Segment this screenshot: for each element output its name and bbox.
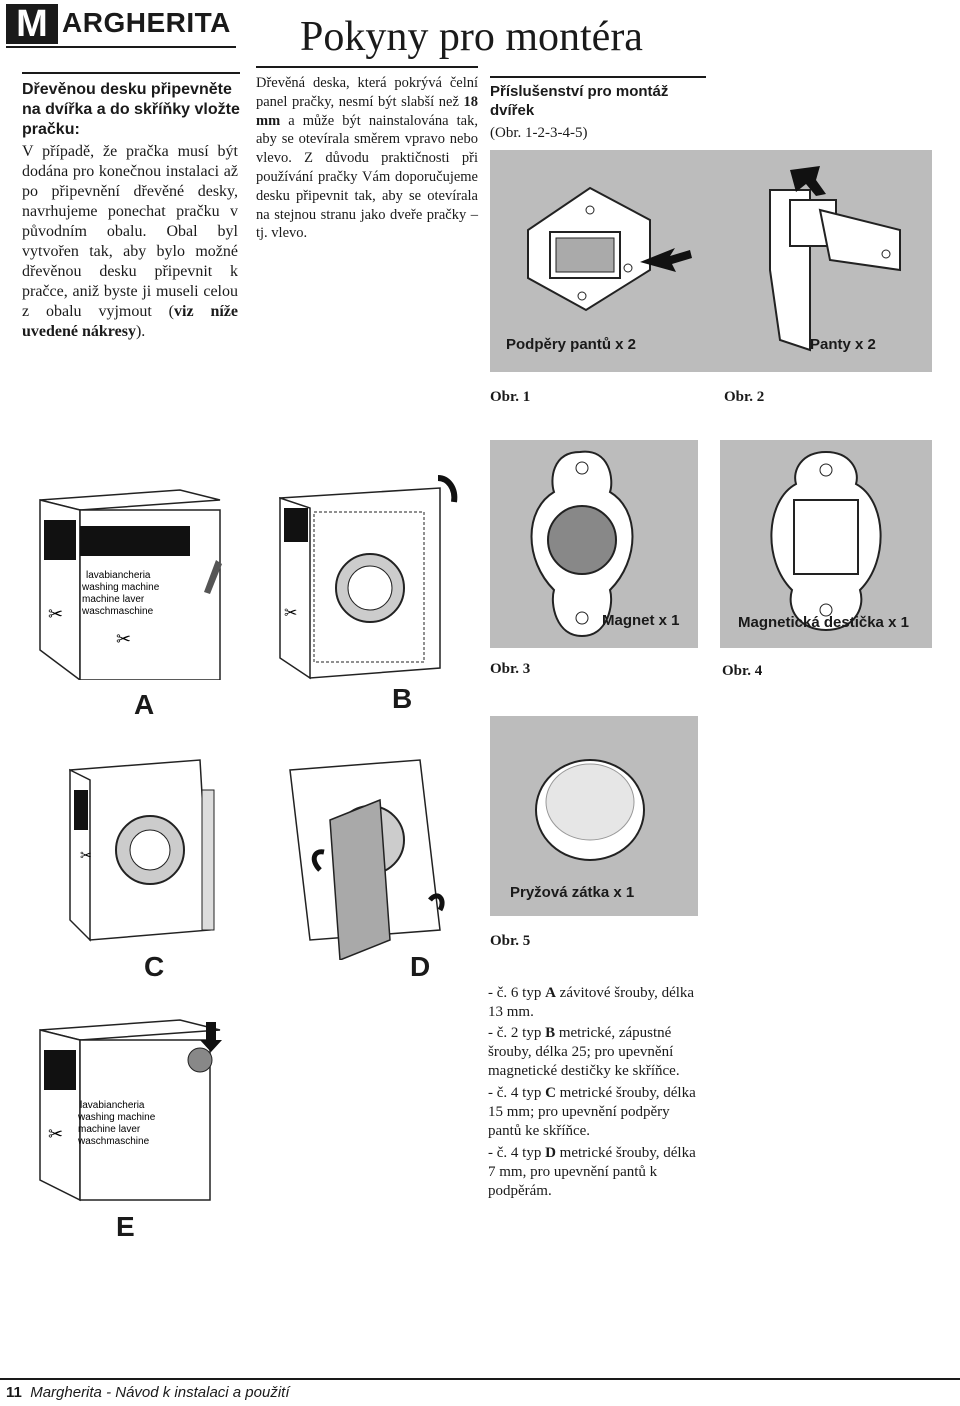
footer-text: Margherita - Návod k instalaci a použití bbox=[30, 1384, 290, 1401]
screw-type: A bbox=[545, 985, 556, 1001]
fig5-label: Obr. 5 bbox=[490, 933, 531, 949]
step-a-label: A bbox=[134, 689, 155, 720]
step-d-attach-panel bbox=[289, 759, 445, 960]
scissors-icon: ✂ bbox=[284, 605, 297, 622]
box-label-2: washing machine bbox=[77, 1112, 156, 1123]
panel-thickness-text: Dřevěná deska, která pokrývá čelní panel… bbox=[256, 74, 478, 243]
fig4-label: Obr. 4 bbox=[722, 663, 763, 679]
intro-body-bold: viz níže uvedené nákresy bbox=[22, 303, 239, 340]
screw-type: D bbox=[545, 1145, 556, 1161]
fig3-caption: Magnet x 1 bbox=[602, 612, 680, 629]
screw-text: - č. 4 typ bbox=[488, 1085, 546, 1101]
screw-item-c: - č. 4 typ C metrické šrouby, délka 15 m… bbox=[488, 1084, 700, 1141]
screw-text: - č. 6 typ bbox=[488, 985, 546, 1001]
hinge-body bbox=[818, 208, 901, 272]
intro-heading: Dřevěnou desku připevněte na dvířka a do… bbox=[22, 81, 240, 138]
step-d-label: D bbox=[410, 951, 431, 982]
column-rule-left bbox=[22, 72, 240, 74]
step-c-label: C bbox=[144, 951, 165, 982]
fig1-label: Obr. 1 bbox=[490, 389, 531, 405]
scissors-icon: ✂ bbox=[80, 849, 92, 864]
screw-text: metrické šrouby, délka 15 mm; pro upevně… bbox=[488, 1085, 696, 1139]
arrow-icon bbox=[640, 248, 692, 272]
fig4-caption: Magnetická destička x 1 bbox=[738, 614, 909, 631]
accessories-heading: Příslušenství pro montáž dvířek bbox=[490, 83, 669, 119]
footer-rule bbox=[0, 1378, 960, 1380]
plate-window bbox=[793, 499, 859, 575]
screw-item-b: - č. 2 typ B metrické, zápustné šrouby, … bbox=[488, 1024, 700, 1081]
screw-hole bbox=[585, 205, 595, 215]
intro-body-end: ). bbox=[135, 323, 146, 340]
rubber-plug-top bbox=[545, 763, 635, 841]
arrow-icon bbox=[200, 1022, 222, 1052]
scissors-icon: ✂ bbox=[116, 629, 131, 649]
mid-text-part2: a může být nainstalována tak, aby se ote… bbox=[256, 112, 478, 242]
rubber-plug-drawing bbox=[535, 759, 645, 861]
logo-text: ARGHERITA bbox=[62, 7, 231, 38]
magnetic-plate-drawing bbox=[770, 450, 882, 632]
box-label-1: lavabiancheria bbox=[86, 570, 151, 581]
intro-body: V případě, že pračka musí být dodána pro… bbox=[22, 142, 238, 342]
screw-hole bbox=[575, 461, 589, 475]
column-rule-middle bbox=[256, 66, 478, 68]
screw-type: C bbox=[545, 1085, 556, 1101]
screw-text: závitové šrouby, délka 13 mm. bbox=[488, 985, 695, 1020]
box-label-4: waschmaschine bbox=[81, 606, 154, 617]
screw-hole bbox=[819, 463, 833, 477]
scissors-icon: ✂ bbox=[48, 1124, 63, 1144]
magnet-core bbox=[547, 505, 617, 575]
fig3-label: Obr. 3 bbox=[490, 661, 531, 677]
screw-hole bbox=[623, 263, 633, 273]
hinge-support-and-hinge-drawing bbox=[527, 166, 901, 352]
screw-hole bbox=[819, 603, 833, 617]
screw-hole bbox=[577, 291, 587, 301]
arrow-icon bbox=[790, 166, 826, 196]
figure-magnet-panel bbox=[490, 440, 698, 648]
fig2-label: Obr. 2 bbox=[724, 389, 765, 405]
screw-text: - č. 4 typ bbox=[488, 1145, 546, 1161]
figure-rubber-plug-panel bbox=[490, 716, 698, 916]
screw-type: B bbox=[545, 1025, 556, 1041]
fig1-caption: Podpěry pantů x 2 bbox=[506, 336, 637, 353]
figure-hinges-panel bbox=[490, 150, 932, 372]
step-c-machine-edge: ✂ bbox=[69, 759, 215, 942]
hinge-support-slot bbox=[555, 237, 615, 273]
page-footer: 11 Margherita - Návod k instalaci a použ… bbox=[6, 1384, 290, 1402]
step-a-packed-machine: lavabiancheria washing machine machine l… bbox=[39, 489, 222, 680]
screw-hole bbox=[575, 611, 589, 625]
box-label-3: machine laver bbox=[82, 594, 145, 605]
box-label-3: machine laver bbox=[78, 1124, 141, 1135]
step-e-repacked: lavabiancheria washing machine machine l… bbox=[39, 1019, 222, 1202]
column-rule-right bbox=[490, 76, 706, 78]
page-number: 11 bbox=[6, 1384, 22, 1401]
logo-initial: M bbox=[6, 4, 58, 44]
page-title: Pokyny pro montéra bbox=[300, 14, 643, 60]
fig2-caption: Panty x 2 bbox=[810, 336, 876, 353]
step-b-label: B bbox=[392, 683, 413, 714]
screw-item-a: - č. 6 typ A závitové šrouby, délka 13 m… bbox=[488, 984, 700, 1022]
box-label-1: lavabiancheria bbox=[80, 1100, 145, 1111]
figure-plate-panel bbox=[720, 440, 932, 648]
logo-rule bbox=[6, 46, 236, 48]
screw-hole bbox=[881, 249, 891, 259]
wooden-panel bbox=[329, 798, 391, 960]
screw-text: - č. 2 typ bbox=[488, 1025, 546, 1041]
step-b-box-opened: ✂ bbox=[279, 475, 458, 680]
intro-body-text: V případě, že pračka musí být dodána pro… bbox=[22, 143, 238, 320]
mid-text-bold: 18 mm bbox=[256, 93, 478, 129]
magnet-drawing bbox=[530, 450, 634, 638]
step-e-label: E bbox=[116, 1211, 135, 1242]
screw-item-d: - č. 4 typ D metrické šrouby, délka 7 mm… bbox=[488, 1144, 700, 1201]
scissors-icon: ✂ bbox=[48, 604, 63, 624]
screw-text: metrické šrouby, délka 7 mm, pro upevněn… bbox=[488, 1145, 696, 1199]
screw-text: metrické, zápustné šrouby, délka 25; pro… bbox=[488, 1025, 680, 1079]
accessories-subheading: (Obr. 1-2-3-4-5) bbox=[490, 125, 588, 141]
box-label-2: washing machine bbox=[81, 582, 160, 593]
box-label-4: waschmaschine bbox=[77, 1136, 150, 1147]
fig5-caption: Pryžová zátka x 1 bbox=[510, 884, 635, 901]
mid-text-part1: Dřevěná deska, která pokrývá čelní panel… bbox=[256, 75, 478, 110]
